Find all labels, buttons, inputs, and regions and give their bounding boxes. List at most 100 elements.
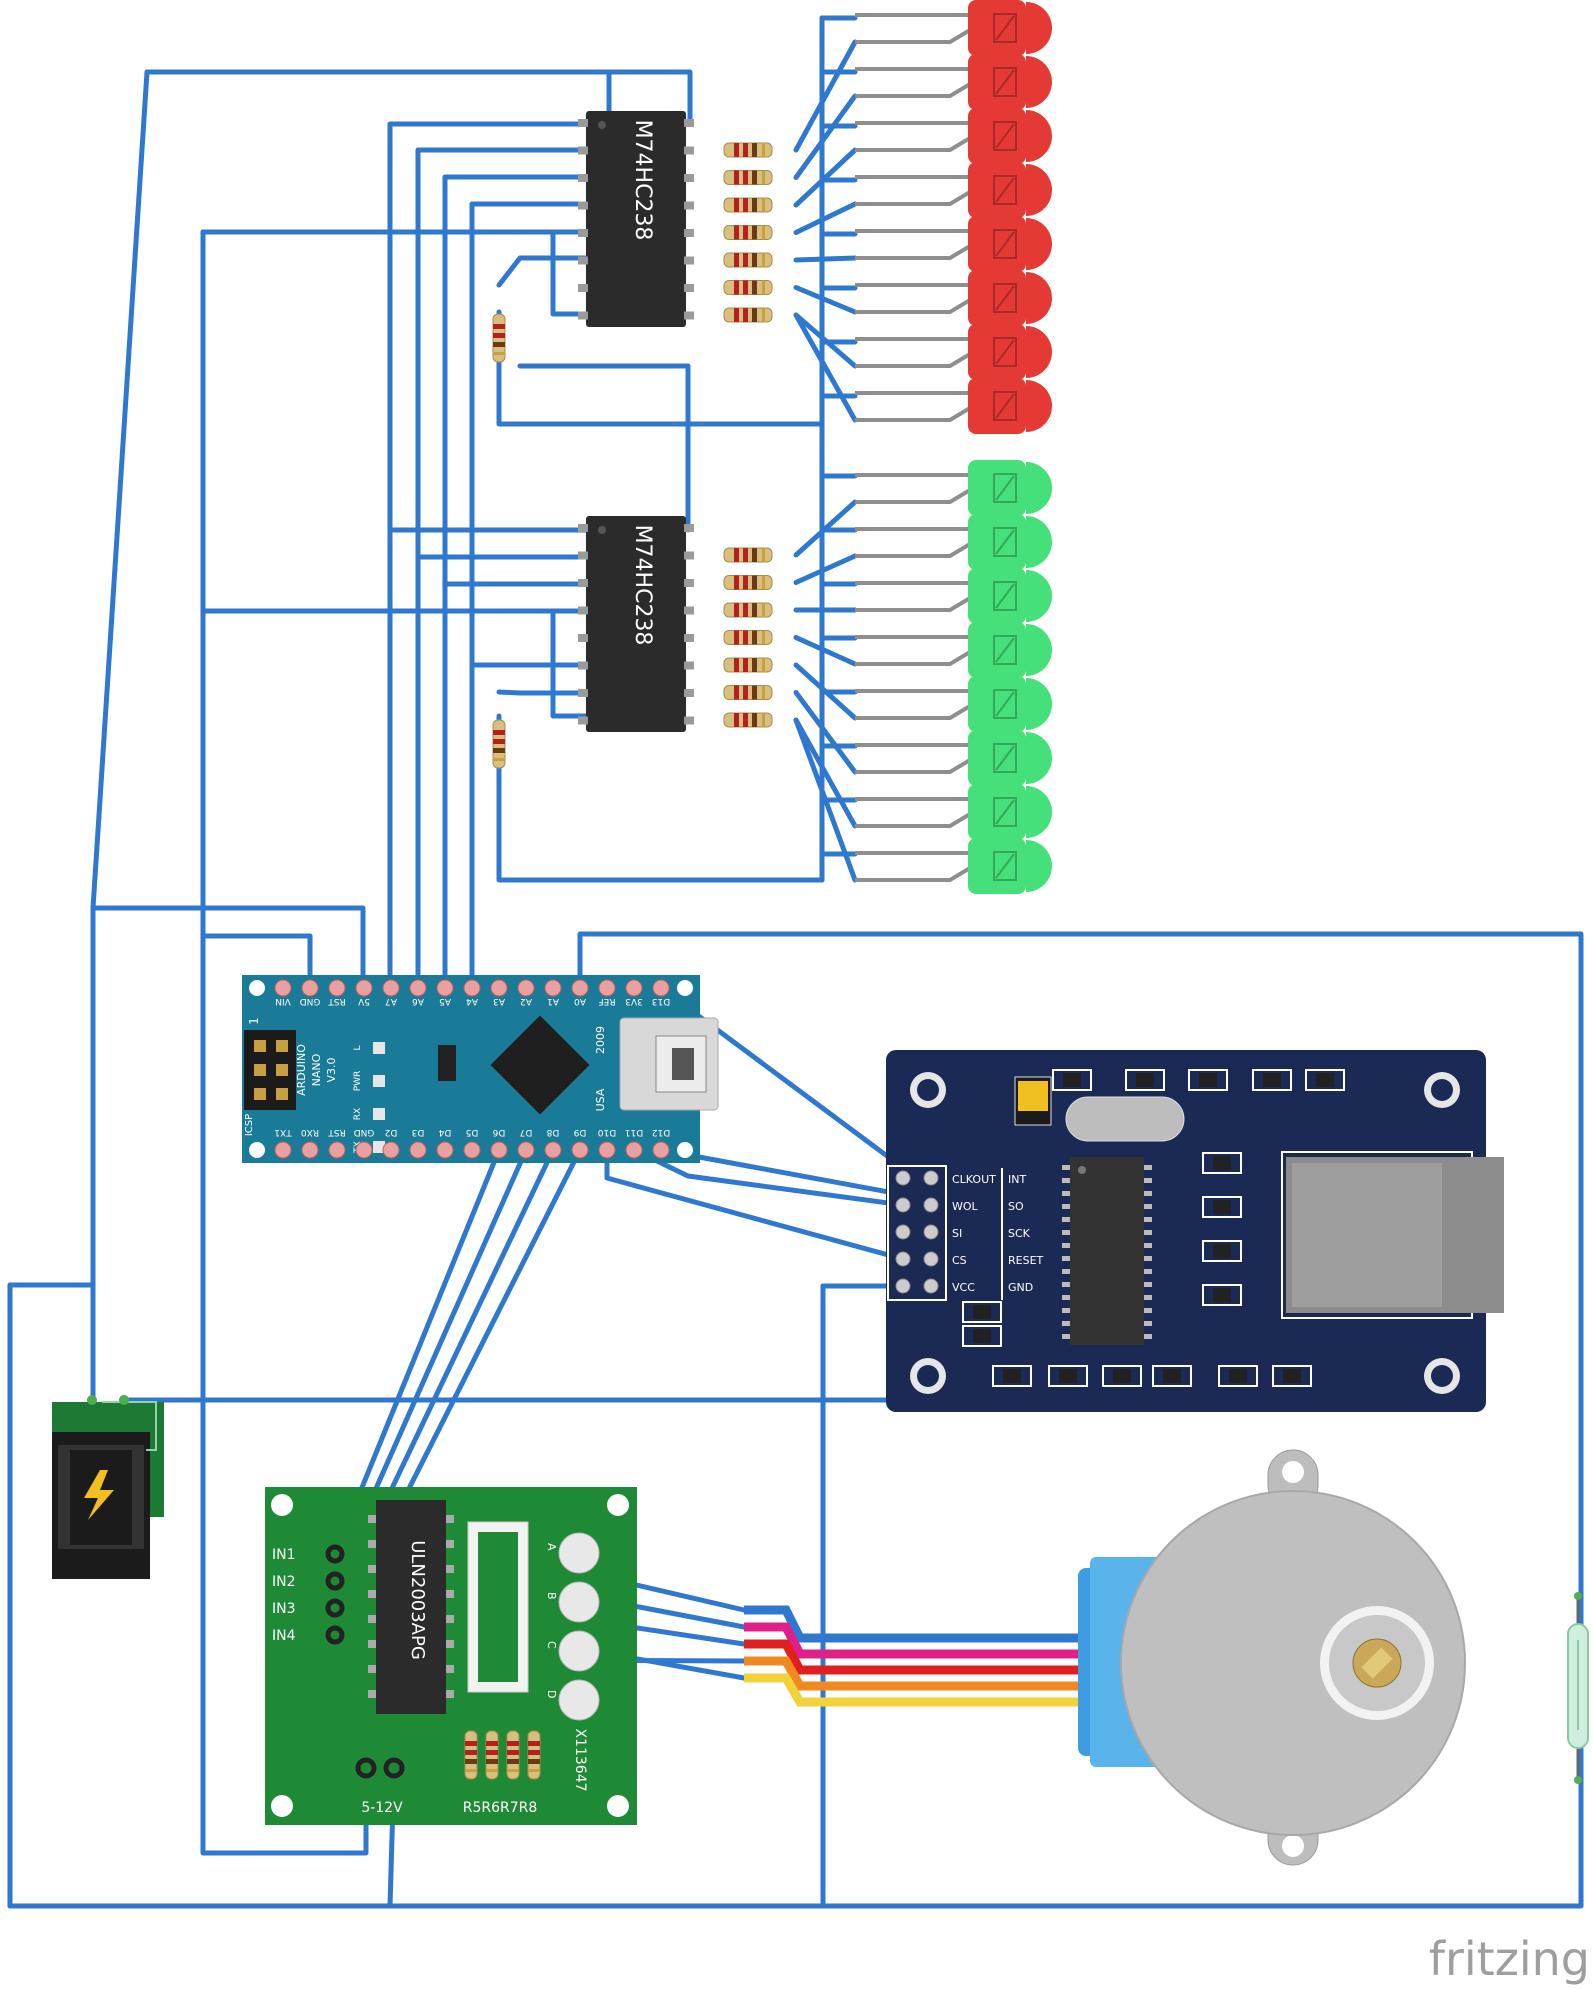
header-label: SI [952, 1227, 962, 1240]
chip-pin [578, 311, 588, 320]
led-reflector [993, 67, 1017, 97]
green-led [968, 568, 1026, 624]
led-leg-layer [855, 13, 982, 882]
resistor [723, 280, 773, 295]
red-led-dome [1026, 380, 1052, 432]
chip-pin [684, 229, 694, 237]
green-led-dome [1026, 570, 1052, 622]
header-pin [923, 1197, 939, 1213]
chip-label: M74HC238 [630, 525, 655, 646]
chip-pin-layer [578, 119, 694, 725]
smd-part [973, 1305, 991, 1319]
smd-part [1229, 1369, 1247, 1383]
motor-wire [744, 1622, 1085, 1659]
status-led-label: L [353, 1045, 363, 1050]
chip-pin [684, 256, 694, 265]
chip-label: M74HC238 [630, 120, 655, 241]
ic-pin [1144, 1217, 1152, 1222]
pin-bottom [301, 1141, 319, 1159]
ic-pin [1062, 1334, 1070, 1339]
ic-pin [368, 1690, 376, 1698]
status-led [373, 1042, 385, 1054]
resistor [723, 602, 773, 618]
motor-wire [744, 1605, 1085, 1643]
led-reflector [995, 15, 1015, 41]
green-led-dome [1026, 840, 1052, 892]
wire-pd-bot [496, 713, 825, 883]
pin-label: 3V3 [625, 996, 643, 1006]
board-name: ARDUINO [295, 1044, 308, 1096]
pin-label: D9 [573, 1127, 586, 1137]
led-leg [855, 352, 982, 368]
power-bolt-icon [84, 1470, 114, 1520]
resistor [723, 225, 773, 240]
ic-pin [1144, 1269, 1152, 1274]
smd-part [1263, 1073, 1281, 1087]
header-label: SO [1008, 1200, 1024, 1213]
wire-led-drive [793, 717, 858, 883]
wire-led-drive [793, 312, 858, 369]
status-led [373, 1075, 385, 1087]
smd-outline [1305, 1069, 1345, 1091]
led-leg [855, 488, 982, 504]
red-led-dome [1026, 110, 1052, 162]
ic-pin [1144, 1334, 1152, 1339]
ic-pin [446, 1565, 454, 1573]
phase-led [558, 1532, 600, 1574]
led-reflector [993, 229, 1017, 259]
phase-label: D [545, 1690, 558, 1698]
header-label: INT [1008, 1173, 1026, 1186]
led-reflector [995, 475, 1015, 501]
pin-label: A3 [493, 996, 505, 1006]
wire-vcc-down [90, 69, 150, 1403]
led-leg [855, 244, 982, 260]
resistor [723, 712, 773, 728]
pin-bottom [490, 1141, 508, 1159]
phase-label: A [545, 1543, 558, 1551]
board-id-label: X113647 [572, 1728, 588, 1791]
pin1-label: 1 [247, 1017, 261, 1025]
status-led-label: PWR [353, 1071, 363, 1092]
chip-pin [578, 229, 588, 237]
led-leg [855, 596, 982, 612]
chip-pin [578, 256, 588, 265]
smd-outline [1202, 1152, 1242, 1174]
smd-outline [962, 1325, 1002, 1347]
smd-part [1213, 1288, 1231, 1302]
green-led-dome [1026, 624, 1052, 676]
icsp-pin [254, 1088, 266, 1100]
uln2003-ic [376, 1500, 446, 1714]
status-led [373, 1141, 385, 1153]
pin-bottom [328, 1141, 346, 1159]
led-reflector [995, 799, 1015, 825]
input-label: IN3 [272, 1601, 296, 1617]
uln-chip-label: ULN2003APG [407, 1540, 428, 1660]
ic-pin [1062, 1295, 1070, 1300]
led-reflector [993, 121, 1017, 151]
wire-cascade [517, 363, 691, 533]
pin-label: D8 [546, 1127, 559, 1137]
smd-part [1003, 1369, 1021, 1383]
smd-outline [1202, 1284, 1242, 1306]
board-year: 2009 [594, 1026, 607, 1054]
resistor [464, 1730, 478, 1780]
chip-pin [578, 551, 588, 560]
wire-led-drive [793, 312, 858, 423]
resistor [723, 547, 773, 563]
header-pin [895, 1251, 911, 1267]
wire-led-drive [793, 690, 858, 775]
led-reflector [993, 283, 1017, 313]
chip-pin [578, 606, 588, 615]
pin-top [598, 979, 616, 997]
wire-pd-bot-in [496, 689, 589, 696]
ic-pin [1144, 1308, 1152, 1313]
smd-part [1113, 1369, 1131, 1383]
pin-label: A4 [466, 996, 478, 1006]
wire-jack-vin [121, 1287, 936, 1403]
ic-pin [1062, 1321, 1070, 1326]
led-reflector [993, 391, 1017, 421]
header-pin [895, 1278, 911, 1294]
chip-74hc238-bottom: M74HC238 [586, 516, 686, 732]
wire-led-drive [793, 717, 858, 829]
